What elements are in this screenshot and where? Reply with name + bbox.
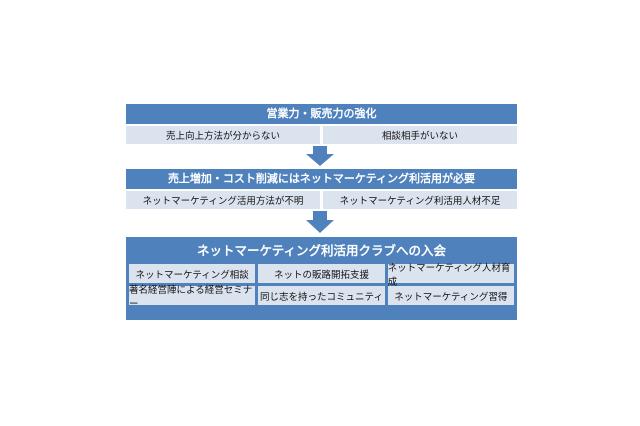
step1-item: 相談相手がいない: [323, 126, 517, 144]
step3-box: ネットマーケティング利活用クラブへの入会 ネットマーケティング相談 ネットの販路…: [126, 237, 517, 320]
step2-title-band: 売上増加・コスト削減にはネットマーケティング利活用が必要: [126, 169, 517, 189]
step1-title: 営業力・販売力の強化: [266, 107, 377, 120]
step3-title-band: ネットマーケティング利活用クラブへの入会: [129, 237, 514, 264]
step3-row1: ネットマーケティング相談 ネットの販路開拓支援 ネットマーケティング人材育成: [129, 263, 514, 288]
step2-title: 売上増加・コスト削減にはネットマーケティング利活用が必要: [167, 172, 476, 185]
step3-item: 著名経営陣による経営セミナー: [129, 285, 256, 310]
step3-title: ネットマーケティング利活用クラブへの入会: [196, 243, 446, 258]
step3-item: 同じ志を持ったコミュニティ: [258, 286, 385, 305]
step1-title-band: 営業力・販売力の強化: [126, 104, 517, 124]
step1-items: 売上向上方法が分からない 相談相手がいない: [126, 126, 517, 144]
step3-item: ネットマーケティング相談: [129, 264, 256, 283]
step1-box: 営業力・販売力の強化 売上向上方法が分からない 相談相手がいない: [126, 104, 517, 144]
step2-item: ネットマーケティング活用方法が不明: [126, 191, 320, 209]
step2-item: ネットマーケティング利活用人材不足: [323, 191, 517, 209]
step3-item: ネットマーケティング人材育成: [387, 263, 514, 288]
step2-box: 売上増加・コスト削減にはネットマーケティング利活用が必要 ネットマーケティング活…: [126, 169, 517, 209]
step3-item: ネットマーケティング習得: [387, 286, 514, 305]
step2-items: ネットマーケティング活用方法が不明 ネットマーケティング利活用人材不足: [126, 191, 517, 209]
step3-item: ネットの販路開拓支援: [258, 264, 385, 283]
step1-item: 売上向上方法が分からない: [126, 126, 320, 144]
down-arrow-icon: [306, 146, 334, 166]
down-arrow-icon: [306, 211, 334, 233]
step3-row2: 著名経営陣による経営セミナー 同じ志を持ったコミュニティ ネットマーケティング習…: [129, 285, 514, 310]
